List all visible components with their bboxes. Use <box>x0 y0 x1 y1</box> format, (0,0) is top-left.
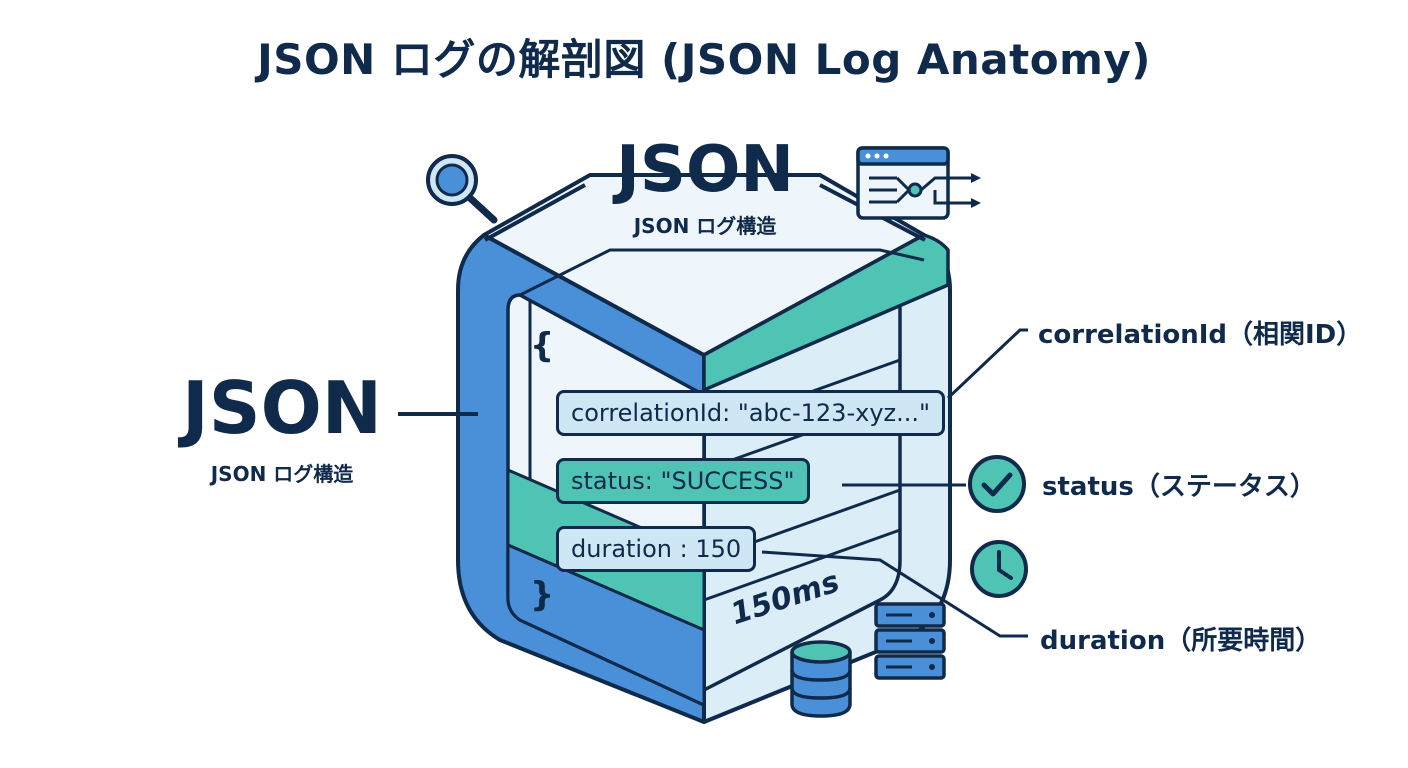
close-brace: } <box>530 575 555 615</box>
browser-flow-icon <box>856 146 981 220</box>
callout-status: status（ステータス） <box>1042 472 1316 502</box>
callout-correlation: correlationId（相関ID） <box>1038 320 1363 350</box>
page-title: JSON ログの解剖図 (JSON Log Anatomy) <box>257 35 1151 84</box>
top-json-subtitle: JSON ログ構造 <box>633 214 777 238</box>
left-json-subtitle: JSON ログ構造 <box>210 462 354 486</box>
callout-duration: duration（所要時間） <box>1040 626 1322 656</box>
server-icon <box>874 602 946 680</box>
database-icon <box>790 640 852 718</box>
left-json-heading: JSON <box>181 366 383 450</box>
correlation-field: correlationId: "abc-123-xyz..." <box>556 390 946 436</box>
clock-icon <box>970 540 1028 598</box>
open-brace: { <box>530 326 555 366</box>
top-json-heading: JSON <box>616 133 794 207</box>
status-field: status: "SUCCESS" <box>556 458 810 504</box>
magnifier-icon <box>426 154 498 224</box>
check-icon <box>968 455 1026 513</box>
duration-field: duration : 150 <box>556 526 757 572</box>
